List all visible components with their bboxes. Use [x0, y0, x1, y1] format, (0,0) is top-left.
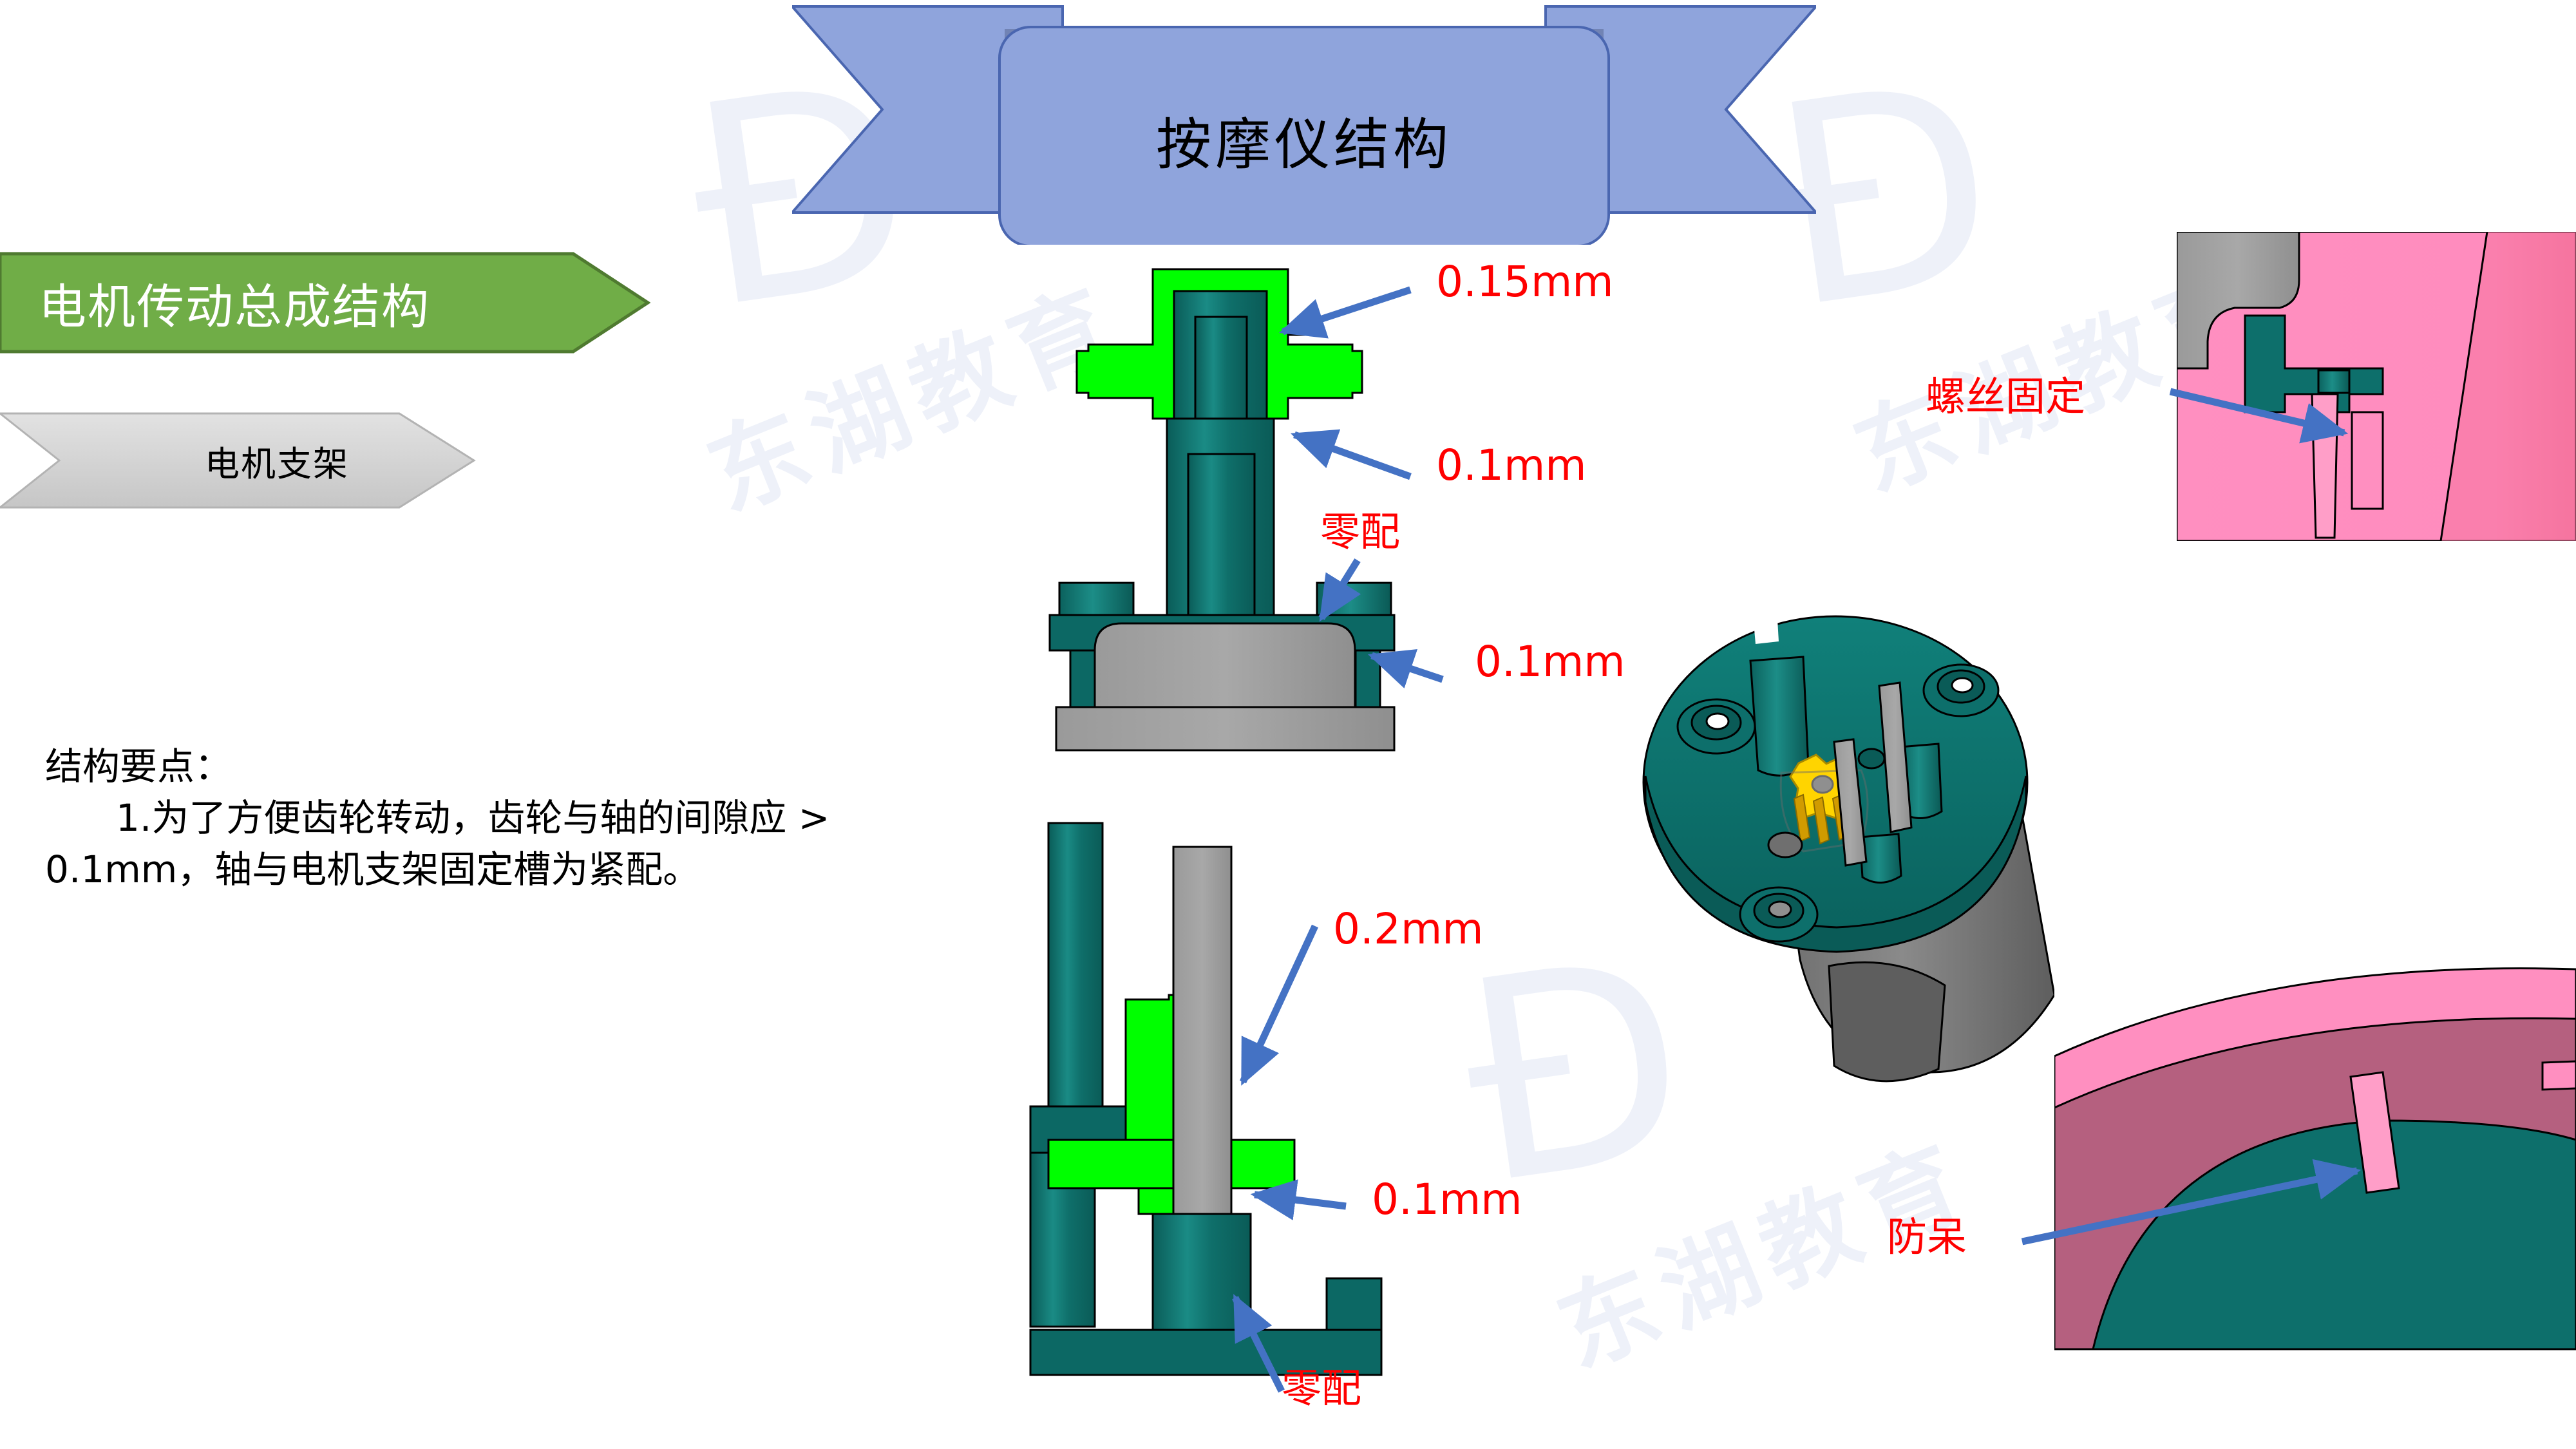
yellow-gear [1779, 753, 1869, 853]
bracket-plate [1048, 614, 1396, 652]
screw-shank [2311, 393, 2339, 539]
sidebar-item-label: 电机支架 [205, 443, 349, 484]
bracket-body-lower [1151, 1213, 1252, 1331]
pin-boss-lower [1859, 833, 1902, 884]
housing-edge-shade [2441, 232, 2576, 541]
guide-pin-right [1878, 681, 1913, 833]
ribbon-center-plate [998, 26, 1610, 245]
arrow-zero-fit-bottom [1232, 1294, 1285, 1393]
annotation-0.15mm: 0.15mm [1436, 257, 1614, 307]
anti-mistake-key [2349, 1071, 2400, 1194]
gear-green-body [1075, 268, 1363, 420]
pin-boss-right [1899, 743, 1943, 819]
cad-bottom-cross-section [1029, 822, 1383, 1376]
sidebar-item-motor-bracket[interactable]: 电机支架 [0, 412, 477, 509]
notes-item-1: 1.为了方便齿轮转动，齿轮与轴的间隙应 > 0.1mm，轴与电机支架固定槽为紧配… [45, 796, 830, 892]
annotation-zero-fit-top: 零配 [1320, 508, 1401, 555]
cad-right-bottom-section [2054, 966, 2576, 1352]
shaft-gray-vertical [1172, 846, 1233, 1338]
shaft-core [1187, 453, 1256, 616]
shell-inner-mauve [2054, 1017, 2576, 1350]
bracket-post-left [1047, 822, 1104, 1108]
annotation-0.1mm-lower: 0.1mm [1475, 637, 1625, 687]
motor-tail-silhouette [1828, 961, 1946, 1083]
shaft-main-teal [1166, 417, 1275, 616]
bracket-skirt-left [1069, 649, 1096, 710]
sidebar-item-drive-assembly[interactable]: 电机传动总成结构 [0, 251, 651, 354]
housing-pink [2177, 232, 2576, 541]
plate-hole-small [1857, 748, 1886, 770]
chevron-shape-gray [0, 412, 476, 509]
bracket-boss-left [1058, 582, 1135, 616]
annotation-0.1mm-upper: 0.1mm [1436, 440, 1587, 490]
arrow-0.1mm-bottom [1250, 1179, 1347, 1220]
bracket-wall-left [1029, 1151, 1096, 1328]
housing-rib [2351, 411, 2384, 510]
screw-bosses [1676, 663, 2000, 943]
bracket-skirt-right [1354, 649, 1381, 710]
bracket-post-right [1325, 1277, 1383, 1331]
annotation-zero-fit-bottom: 零配 [1282, 1365, 1362, 1412]
flange-boss [2317, 369, 2351, 394]
motor-base-cap [1094, 622, 1356, 708]
core-teal [2092, 1119, 2576, 1350]
ribbon-left-wing [792, 5, 1064, 214]
motor-3d-assembly [1642, 615, 2056, 1074]
annotation-arrows-top [1278, 286, 1444, 688]
output-post [1749, 656, 1810, 777]
watermark-text: 东湖教育 [693, 267, 1137, 533]
cad-right-top-section [2177, 232, 2576, 541]
shaft-upper-teal [1173, 290, 1268, 452]
arrow-0.1mm-lower [1367, 649, 1444, 688]
sidebar-item-label: 电机传动总成结构 [39, 279, 430, 335]
gear-hub-upper [1124, 994, 1225, 1141]
arrow-0.1mm-upper [1290, 429, 1412, 480]
motor-plate-rim [1644, 775, 2027, 953]
annotation-arrows-bottom [1232, 924, 1347, 1393]
title-banner: 按摩仪结构 [792, 0, 1816, 245]
annotation-0.2mm: 0.2mm [1333, 904, 1484, 954]
housing-gray-block [2177, 232, 2300, 370]
page-title: 按摩仪结构 [1156, 112, 1452, 177]
gear-flange [1047, 1139, 1296, 1189]
chevron-shape-green [0, 252, 651, 354]
shell-outer-pink [2054, 967, 2576, 1350]
bracket-boss-right [1316, 582, 1392, 616]
structure-notes: 结构要点： 1.为了方便齿轮转动，齿轮与轴的间隙应 > 0.1mm，轴与电机支架… [45, 741, 844, 895]
annotation-0.1mm-gear: 0.1mm [1372, 1175, 1522, 1224]
shaft-bore [1194, 316, 1248, 452]
annotation-fool-proof: 防呆 [1887, 1213, 1967, 1260]
bracket-arm [1029, 1105, 1154, 1154]
shell-step-notch [2541, 1060, 2576, 1091]
notes-heading: 结构要点： [45, 744, 232, 788]
arrow-screw-fix [2169, 388, 2349, 444]
plate-notch-top [1754, 620, 1779, 644]
guide-pin-center [1833, 738, 1868, 867]
annotation-arrow-screw [2169, 388, 2349, 444]
gear-step-lower [1137, 1187, 1224, 1215]
annotation-arrow-antimistake [2021, 1159, 2362, 1245]
motor-can-body [1776, 743, 2056, 1074]
ribbon-right-wing [1544, 5, 1816, 214]
housing-teal-flange [2244, 314, 2384, 413]
motor-mount-plate [1642, 615, 2029, 950]
plate-hole [1767, 831, 1803, 858]
motor-base-block [1055, 706, 1396, 752]
annotation-screw-fixing: 螺丝固定 [1926, 373, 2086, 420]
arrow-fool-proof [2021, 1159, 2362, 1245]
arrow-0.15mm [1278, 286, 1412, 339]
arrow-zero-fit-top [1318, 558, 1361, 622]
arrow-0.2mm [1240, 924, 1318, 1086]
